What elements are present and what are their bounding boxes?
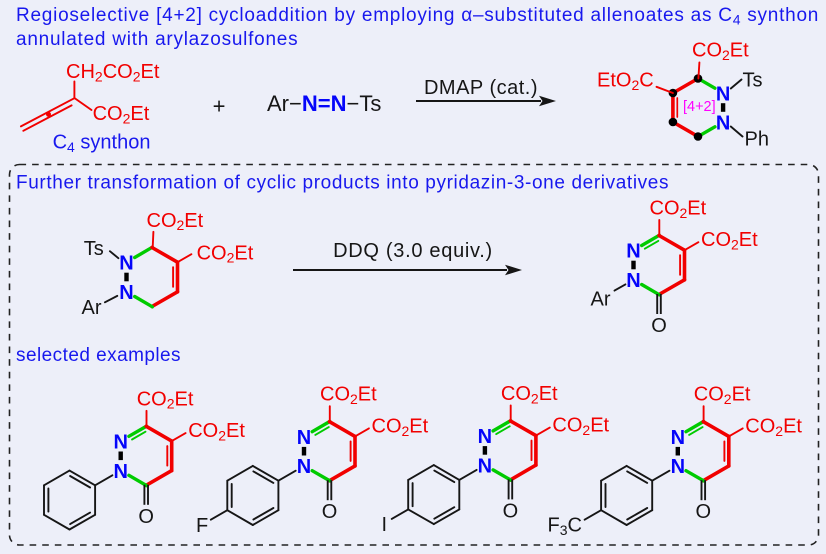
svg-text:DDQ (3.0 equiv.): DDQ (3.0 equiv.): [333, 240, 493, 262]
svg-text:Ar: Ar: [591, 289, 611, 311]
svg-text:[4+2]: [4+2]: [683, 99, 716, 115]
svg-text:N: N: [119, 282, 133, 304]
svg-text:Regioselective [4+2] cycloaddi: Regioselective [4+2] cycloaddition by em…: [16, 5, 819, 27]
svg-text:N: N: [297, 456, 311, 478]
svg-text:F3C: F3C: [548, 515, 582, 538]
svg-text:CO2Et: CO2Et: [197, 242, 254, 265]
svg-text:CO2Et: CO2Et: [694, 384, 751, 407]
svg-text:selected examples: selected examples: [16, 345, 181, 366]
svg-text:EtO2C: EtO2C: [597, 70, 654, 93]
svg-text:CO2Et: CO2Et: [147, 210, 204, 233]
svg-text:CH2CO2Et: CH2CO2Et: [66, 61, 160, 84]
svg-text:O: O: [696, 501, 712, 523]
svg-text:CO2Et: CO2Et: [692, 40, 749, 63]
svg-text:CO2Et: CO2Et: [137, 388, 194, 411]
svg-text:Ts: Ts: [743, 70, 763, 92]
svg-text:N: N: [113, 431, 127, 453]
svg-text:N: N: [626, 270, 640, 292]
svg-text:CO2Et: CO2Et: [552, 415, 609, 438]
svg-text:CO2Et: CO2Et: [372, 415, 429, 438]
svg-text:+: +: [213, 94, 226, 119]
svg-text:CO2Et: CO2Et: [501, 383, 558, 406]
svg-text:O: O: [138, 506, 154, 528]
svg-text:Further transformation of cycl: Further transformation of cyclic product…: [16, 173, 669, 194]
svg-text:annulated with arylazosulfones: annulated with arylazosulfones: [16, 29, 298, 50]
svg-text:CO2Et: CO2Et: [188, 420, 245, 443]
svg-text:N: N: [626, 241, 640, 263]
svg-text:C4 synthon: C4 synthon: [53, 132, 151, 155]
svg-text:N: N: [716, 83, 730, 105]
svg-text:Ts: Ts: [84, 238, 104, 260]
svg-text:Ar−N=N−Ts: Ar−N=N−Ts: [267, 91, 381, 116]
svg-text:I: I: [382, 514, 388, 536]
svg-text:O: O: [651, 315, 667, 337]
svg-text:CO2Et: CO2Et: [650, 198, 707, 221]
svg-text:N: N: [671, 427, 685, 449]
svg-text:DMAP (cat.): DMAP (cat.): [424, 77, 538, 99]
svg-text:Ar: Ar: [82, 297, 102, 319]
svg-text:N: N: [478, 426, 492, 448]
svg-text:N: N: [113, 461, 127, 483]
svg-text:N: N: [297, 427, 311, 449]
svg-text:CO2Et: CO2Et: [320, 384, 377, 407]
svg-text:F: F: [196, 515, 208, 537]
svg-text:N: N: [671, 456, 685, 478]
svg-text:CO2Et: CO2Et: [93, 103, 150, 126]
svg-text:CO2Et: CO2Et: [745, 415, 802, 438]
svg-text:N: N: [478, 455, 492, 477]
svg-text:Ph: Ph: [745, 129, 769, 151]
svg-text:O: O: [503, 500, 519, 522]
svg-text:CO2Et: CO2Et: [701, 229, 758, 252]
svg-text:N: N: [716, 112, 730, 134]
svg-text:O: O: [322, 501, 338, 523]
svg-text:N: N: [119, 253, 133, 275]
